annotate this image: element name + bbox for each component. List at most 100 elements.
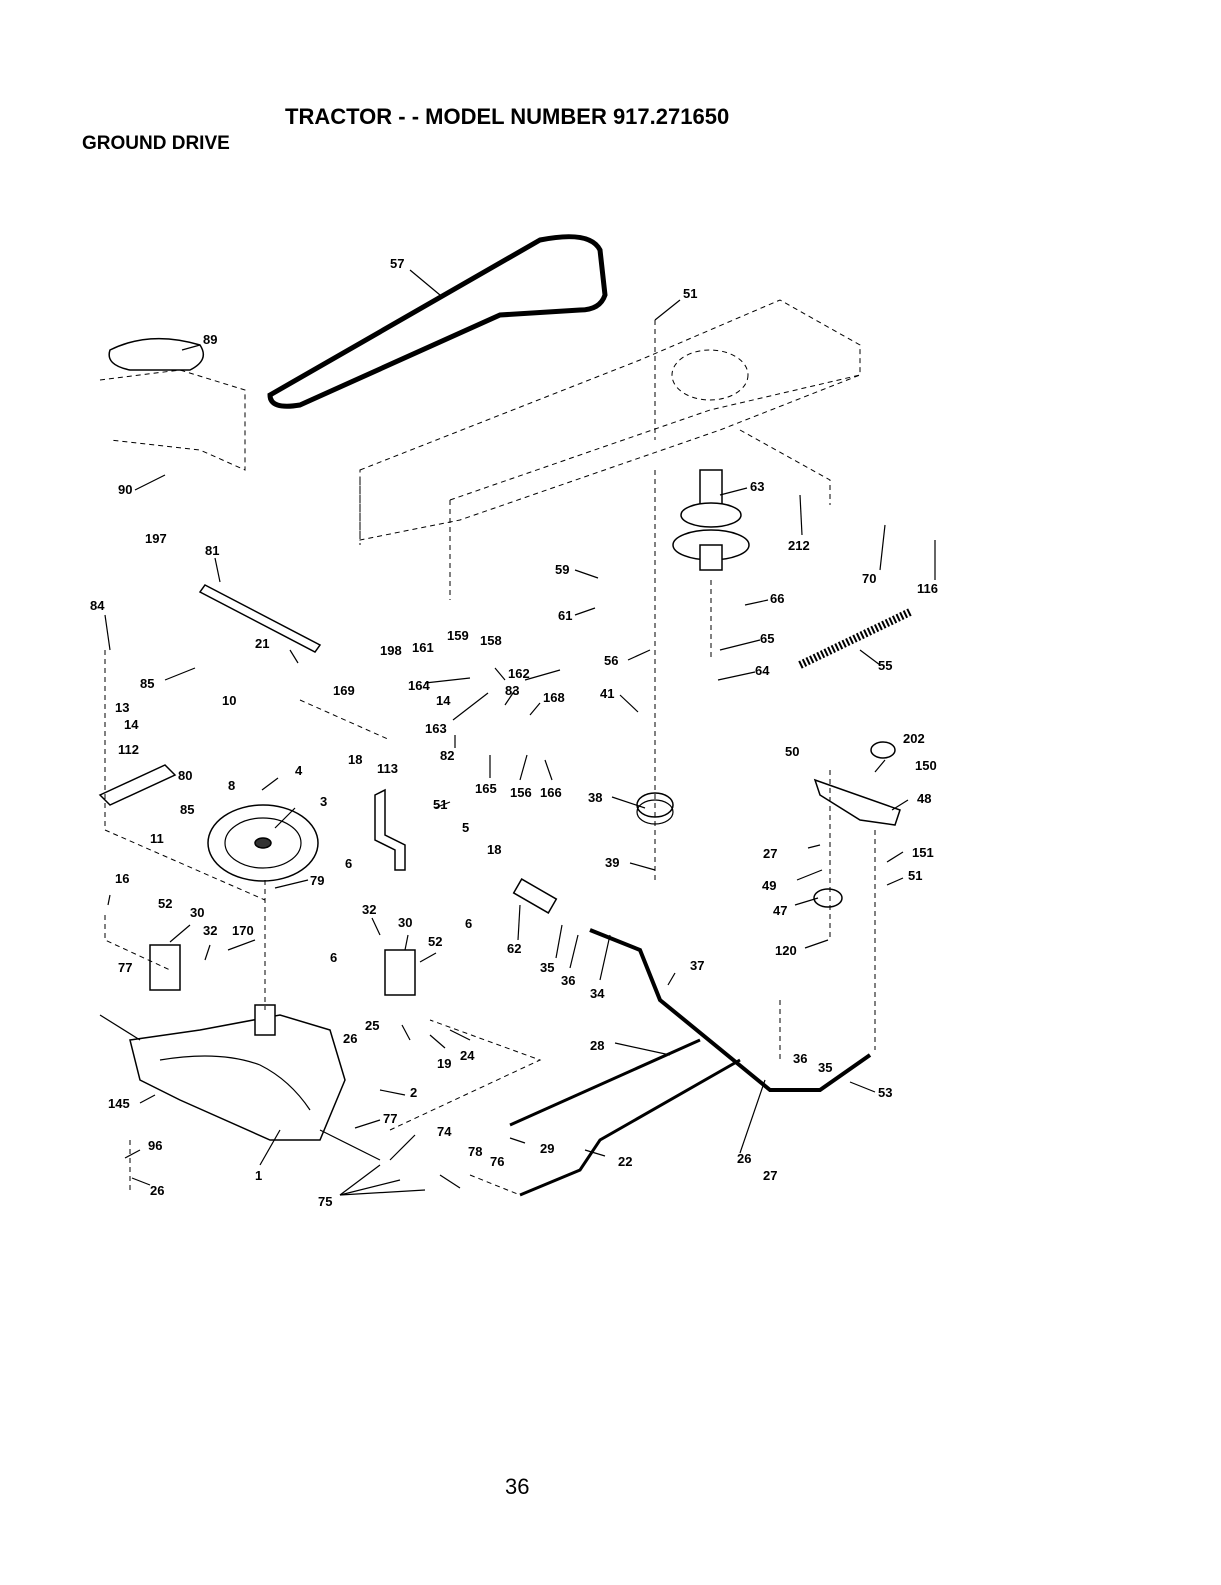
callout-label: 161 (412, 640, 434, 655)
callout-label: 112 (118, 742, 139, 757)
callout-label: 10 (222, 693, 236, 708)
callout-label: 6 (330, 950, 337, 965)
callout-label: 24 (460, 1048, 475, 1063)
callout-label: 59 (555, 562, 569, 577)
callout-label: 169 (333, 683, 355, 698)
callout-label: 120 (775, 943, 797, 958)
bracket-part (813, 778, 901, 826)
callout-label: 26 (150, 1183, 164, 1198)
callout-label: 4 (295, 763, 303, 778)
callout-label: 151 (912, 845, 934, 860)
callout-label: 51 (433, 797, 447, 812)
shaft-part (198, 584, 322, 653)
callout-label: 168 (543, 690, 565, 705)
callout-label: 50 (785, 744, 799, 759)
callout-label: 51 (908, 868, 922, 883)
section-title: GROUND DRIVE (82, 133, 230, 154)
bracket-part (98, 764, 177, 806)
callout-label: 77 (383, 1111, 397, 1126)
callout-label: 18 (348, 752, 362, 767)
callout-label: 62 (507, 941, 521, 956)
callout-label: 37 (690, 958, 704, 973)
callout-label: 32 (362, 902, 376, 917)
callout-label: 158 (480, 633, 502, 648)
drive-belt (267, 234, 608, 409)
bracket-part (374, 788, 406, 871)
callout-label: 39 (605, 855, 619, 870)
callout-label: 70 (862, 571, 876, 586)
callout-label: 18 (487, 842, 501, 857)
callout-label: 197 (145, 531, 167, 546)
callout-label: 6 (465, 916, 472, 931)
callout-label: 76 (490, 1154, 504, 1169)
callout-label: 49 (762, 878, 776, 893)
callout-label: 27 (763, 1168, 777, 1183)
callout-label: 65 (760, 631, 774, 646)
callout-label: 164 (408, 678, 430, 693)
callout-label: 3 (320, 794, 327, 809)
callout-label: 30 (398, 915, 412, 930)
callout-label: 84 (90, 598, 105, 613)
callout-label: 78 (468, 1144, 482, 1159)
callout-label: 163 (425, 721, 447, 736)
callout-label: 57 (390, 256, 404, 271)
callout-label: 96 (148, 1138, 162, 1153)
page-title: TRACTOR - - MODEL NUMBER 917.271650 (285, 104, 730, 129)
callout-label: 162 (508, 666, 530, 681)
callout-label: 75 (318, 1194, 332, 1209)
callout-label: 212 (788, 538, 810, 553)
callout-label: 166 (540, 785, 562, 800)
callout-label: 11 (150, 831, 164, 846)
leader-lines (104, 269, 936, 1196)
callout-label: 85 (180, 802, 194, 817)
handle-grip (512, 878, 558, 914)
callout-label: 52 (428, 934, 442, 949)
callout-label: 38 (588, 790, 602, 805)
callout-label: 81 (205, 543, 219, 558)
callout-label: 6 (345, 856, 352, 871)
callout-label: 47 (773, 903, 787, 918)
spring-part (798, 608, 912, 669)
callout-label: 16 (115, 871, 129, 886)
fender-part (108, 337, 205, 371)
callout-label: 29 (540, 1141, 554, 1156)
callout-label: 159 (447, 628, 469, 643)
callout-label: 52 (158, 896, 172, 911)
callout-label: 21 (255, 636, 269, 651)
callout-label: 32 (203, 923, 217, 938)
callout-label: 89 (203, 332, 217, 347)
callout-label: 8 (228, 778, 235, 793)
callout-label: 74 (437, 1124, 452, 1139)
callout-label: 34 (590, 986, 605, 1001)
callout-label: 28 (590, 1038, 604, 1053)
rod-part (519, 1058, 741, 1197)
callout-label: 64 (755, 663, 770, 678)
callout-label: 25 (365, 1018, 379, 1033)
callout-label: 14 (124, 717, 139, 732)
page-number: 36 (505, 1474, 530, 1499)
callout-label: 90 (118, 482, 132, 497)
callout-label: 150 (915, 758, 937, 773)
callout-label: 2 (410, 1085, 417, 1100)
callout-label: 22 (618, 1154, 632, 1169)
mount-plate (384, 949, 416, 996)
callout-label: 41 (600, 686, 614, 701)
callout-labels: 57 51 89 90 197 81 84 85 13 14 112 80 85… (90, 256, 938, 1209)
callout-label: 165 (475, 781, 497, 796)
callout-label: 56 (604, 653, 618, 668)
callout-label: 202 (903, 731, 925, 746)
clutch-rod (589, 928, 872, 1092)
callout-label: 82 (440, 748, 454, 763)
callout-label: 30 (190, 905, 204, 920)
callout-label: 66 (770, 591, 784, 606)
transaxle-pulley (207, 804, 319, 882)
callout-label: 48 (917, 791, 931, 806)
callout-label: 14 (436, 693, 451, 708)
callout-label: 80 (178, 768, 192, 783)
callout-label: 85 (140, 676, 154, 691)
callout-label: 36 (793, 1051, 807, 1066)
washer (870, 741, 896, 759)
callout-label: 83 (505, 683, 519, 698)
callout-label: 1 (255, 1168, 262, 1183)
